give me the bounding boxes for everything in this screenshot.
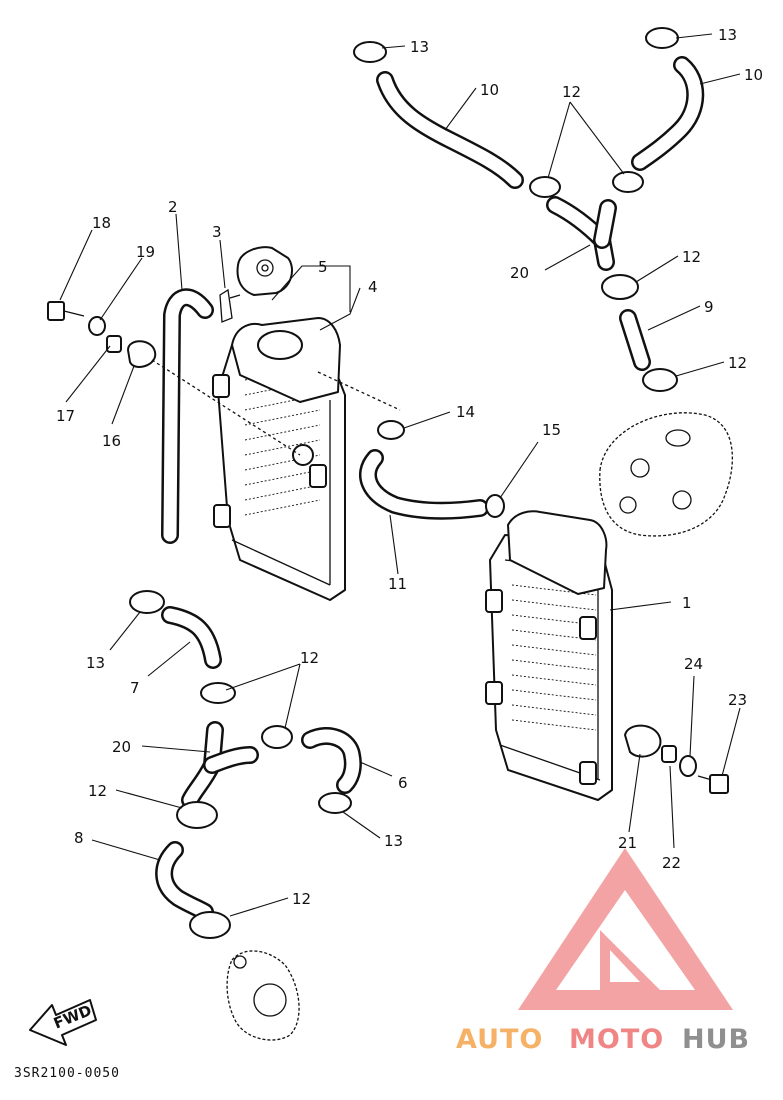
callout-11: 11 <box>388 575 407 593</box>
mounting-hardware <box>47 288 729 794</box>
brand-logo <box>518 848 733 1010</box>
callout-13-c: 13 <box>86 654 105 672</box>
left-radiator <box>212 317 346 601</box>
cylinder-head-outline <box>599 412 733 537</box>
callout-12-a: 12 <box>562 83 581 101</box>
diagram-code: 3SR2100-0050 <box>14 1066 120 1081</box>
callout-1: 1 <box>682 594 692 612</box>
callout-13-a: 13 <box>410 38 429 56</box>
callout-2: 2 <box>168 198 178 216</box>
callout-8: 8 <box>74 829 84 847</box>
callout-19: 19 <box>136 243 155 261</box>
callout-5: 5 <box>318 258 328 276</box>
hose-clamps <box>129 27 679 939</box>
leader-lines <box>59 33 741 917</box>
callout-20-a: 20 <box>510 264 529 282</box>
callout-17: 17 <box>56 407 75 425</box>
callout-12-b: 12 <box>682 248 701 266</box>
callout-12-f: 12 <box>292 890 311 908</box>
callout-15: 15 <box>542 421 561 439</box>
callout-6: 6 <box>398 774 408 792</box>
callout-3: 3 <box>212 223 222 241</box>
callout-12-e: 12 <box>88 782 107 800</box>
water-pump-cover-outline <box>226 950 300 1041</box>
callout-10-b: 10 <box>744 66 763 84</box>
radiator-cap <box>236 246 293 296</box>
brand-part-hub: HUB <box>682 1024 750 1055</box>
brand-part-moto: MOTO <box>569 1024 664 1055</box>
callout-12-d: 12 <box>300 649 319 667</box>
callout-13-d: 13 <box>384 832 403 850</box>
callout-7: 7 <box>130 679 140 697</box>
callout-numbers: 13 13 10 10 12 20 12 9 12 18 2 3 19 5 4 … <box>56 26 763 908</box>
hoses <box>155 56 705 921</box>
callout-22: 22 <box>662 854 681 872</box>
callout-24: 24 <box>684 655 703 673</box>
brand-wordmark: AUTO MOTO HUB <box>456 1024 750 1055</box>
callout-16: 16 <box>102 432 121 450</box>
callout-18: 18 <box>92 214 111 232</box>
callout-21: 21 <box>618 834 637 852</box>
right-radiator <box>485 510 613 801</box>
callout-9: 9 <box>704 298 714 316</box>
brand-part-auto: AUTO <box>456 1024 543 1055</box>
forward-arrow: FWD <box>29 999 97 1046</box>
callout-4: 4 <box>368 278 378 296</box>
callout-10-a: 10 <box>480 81 499 99</box>
callout-12-c: 12 <box>728 354 747 372</box>
callout-13-b: 13 <box>718 26 737 44</box>
callout-23: 23 <box>728 691 747 709</box>
callout-20-b: 20 <box>112 738 131 756</box>
callout-14: 14 <box>456 403 475 421</box>
